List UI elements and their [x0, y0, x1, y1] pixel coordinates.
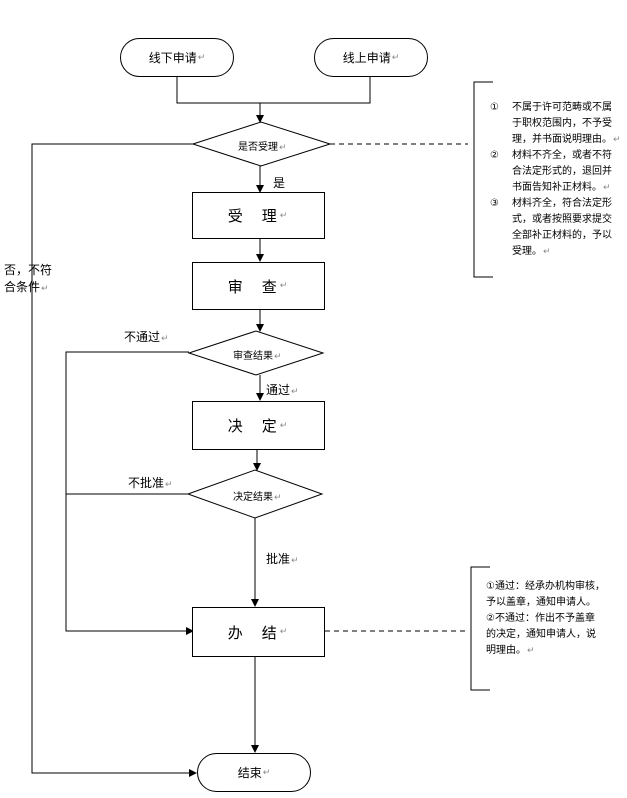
decision-accept-label: 是否受理↵	[238, 138, 287, 153]
note-accept-item-1: ① 不属于许可范畴或不属 于职权范围内，不予受 理，并书面说明理由。↵	[490, 100, 621, 148]
node-decide-label: 决 定	[227, 417, 279, 435]
return-mark: ↵	[279, 143, 287, 153]
edge-label-reject-line2: 合条件	[4, 280, 41, 294]
edge-offline-merge	[176, 76, 371, 104]
note-accept-item-1-num: ①	[490, 102, 499, 113]
node-review-label: 审 查	[227, 277, 279, 296]
note-complete-line-3: ②不通过：作出不予盖章	[486, 613, 595, 624]
return-mark: ↵	[527, 646, 535, 656]
return-mark: ↵	[603, 183, 611, 193]
return-mark: ↵	[274, 352, 282, 362]
note-accept-item-3-line-4: 受理。	[512, 246, 542, 257]
return-mark: ↵	[262, 767, 271, 778]
node-online-apply-label: 线上申请	[342, 51, 391, 65]
note-complete-line-5: 明理由。	[486, 645, 526, 656]
edge-not-pass	[65, 351, 194, 635]
note-accept-item-1-line-2: 于职权范围内，不予受	[512, 118, 612, 129]
return-mark: ↵	[161, 334, 169, 344]
return-mark: ↵	[197, 52, 206, 63]
return-mark: ↵	[279, 210, 290, 221]
note-accept-item-2-line-2: 合法定形式的，退回并	[512, 166, 612, 177]
return-mark: ↵	[279, 627, 290, 637]
node-complete-label: 办 结	[227, 623, 279, 642]
return-mark: ↵	[613, 135, 621, 145]
note-accept-conditions: ① 不属于许可范畴或不属 于职权范围内，不予受 理，并书面说明理由。↵ ② 材料…	[490, 100, 621, 260]
bracket-accept-note	[473, 81, 493, 278]
return-mark: ↵	[279, 420, 290, 431]
edge-label-reject-line1: 否，不符	[4, 263, 53, 277]
edge-label-reject: 否，不符 合条件↵	[4, 262, 52, 298]
note-accept-item-3-line-1: 材料齐全，符合法定形	[512, 198, 612, 209]
node-end: 结束↵	[197, 753, 311, 792]
node-offline-apply-label: 线下申请	[148, 51, 197, 65]
note-accept-item-1-line-3: 理，并书面说明理由。	[512, 134, 612, 145]
note-complete-line-4: 的决定，通知申请人，说	[486, 629, 596, 640]
edge-label-not-approve: 不批准↵	[128, 474, 173, 491]
edge-label-not-pass-text: 不通过	[124, 330, 161, 344]
note-accept-item-3-line-2: 式，或者按照要求提交	[512, 214, 612, 225]
return-mark: ↵	[41, 284, 49, 294]
note-complete-outcomes: ①通过：经承办机构审核， 予以盖章，通知申请人。 ②不通过：作出不予盖章 的决定…	[486, 579, 605, 659]
edge-label-not-pass: 不通过↵	[124, 328, 169, 345]
note-accept-item-1-line-1: 不属于许可范畴或不属	[512, 102, 612, 113]
edge-label-approve: 批准↵	[266, 550, 299, 567]
return-mark: ↵	[165, 480, 173, 490]
edge-label-not-approve-text: 不批准	[128, 476, 165, 490]
edge-label-pass-text: 通过	[266, 383, 291, 397]
note-accept-item-3: ③ 材料齐全，符合法定形 式，或者按照要求提交 全部补正材料的，予以 受理。↵	[490, 196, 621, 260]
note-accept-item-3-line-3: 全部补正材料的，予以	[512, 230, 612, 241]
return-mark: ↵	[291, 387, 299, 397]
note-accept-item-2: ② 材料不齐全，或者不符 合法定形式的，退回并 书面告知补正材料。↵	[490, 148, 621, 196]
return-mark: ↵	[274, 493, 282, 503]
decision-accept	[191, 121, 332, 167]
edge-label-yes: 是	[273, 174, 285, 191]
note-accept-item-2-num: ②	[490, 150, 499, 161]
return-mark: ↵	[391, 52, 400, 63]
decision-accept-text: 是否受理	[238, 142, 278, 153]
note-complete-line-1: ①通过：经承办机构审核，	[486, 581, 605, 592]
node-online-apply: 线上申请↵	[314, 38, 428, 77]
node-decide: 决 定↵	[192, 401, 325, 450]
decision-decide-label: 决定结果↵	[233, 488, 282, 503]
decision-review	[187, 330, 325, 376]
bracket-complete-note	[470, 566, 490, 691]
decision-review-text: 审查结果	[233, 351, 273, 362]
note-accept-item-3-num: ③	[490, 198, 499, 209]
note-accept-item-2-line-1: 材料不齐全，或者不符	[512, 150, 612, 161]
node-accept: 受 理↵	[192, 192, 325, 239]
decision-decide	[186, 469, 324, 519]
node-complete: 办 结↵	[192, 607, 325, 657]
node-accept-label: 受 理	[227, 207, 279, 225]
decision-review-label: 审查结果↵	[233, 347, 282, 362]
decision-decide-text: 决定结果	[233, 492, 273, 503]
edge-label-approve-text: 批准	[266, 552, 291, 566]
edge-label-pass: 通过↵	[266, 381, 299, 398]
edge-label-yes-text: 是	[273, 176, 286, 190]
node-end-label: 结束	[237, 766, 262, 780]
note-accept-item-2-line-3: 书面告知补正材料。	[512, 182, 602, 193]
node-review: 审 查↵	[192, 262, 325, 310]
node-offline-apply: 线下申请↵	[120, 38, 234, 77]
return-mark: ↵	[543, 247, 551, 257]
return-mark: ↵	[291, 556, 299, 566]
return-mark: ↵	[279, 281, 290, 291]
edge-reject	[31, 143, 197, 777]
note-complete-line-2: 予以盖章，通知申请人。	[486, 597, 596, 608]
